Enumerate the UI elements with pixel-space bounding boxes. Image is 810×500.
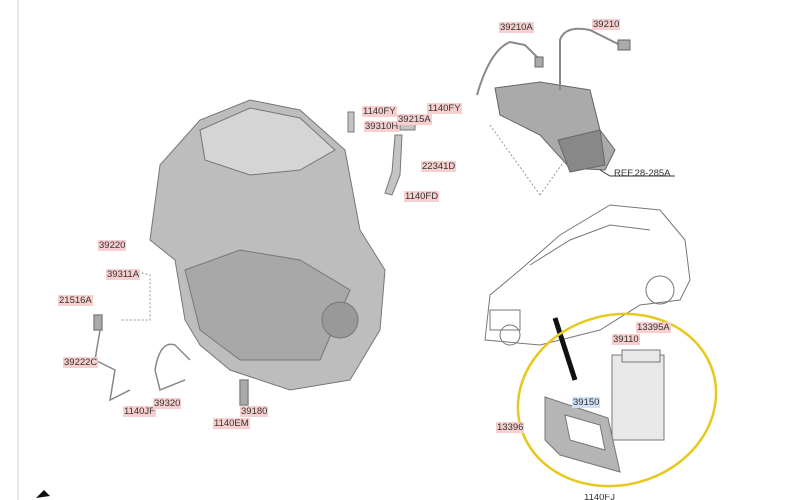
part-label-39320[interactable]: 39320 [153,398,182,409]
part-label-1140fy-2[interactable]: 1140FY [427,103,462,114]
part-label-13396[interactable]: 13396 [496,422,525,433]
ecu-bracket [544,396,621,473]
reference-label[interactable]: REF.28-285A [614,168,671,179]
part-label-21516a[interactable]: 21516A [58,295,93,306]
sensor-harness [93,314,249,406]
exhaust-manifold [476,27,631,173]
part-label-39215a[interactable]: 39215A [397,114,432,125]
vehicle-outline [484,204,691,346]
part-label-39311a[interactable]: 39311A [106,269,141,280]
part-label-13395a[interactable]: 13395A [636,322,671,333]
part-label-39220[interactable]: 39220 [98,240,127,251]
location-arrow [552,317,578,381]
part-label-39310h[interactable]: 39310H [364,121,400,132]
part-label-1140jf[interactable]: 1140JF [123,406,156,417]
part-label-1140fy[interactable]: 1140FY [362,106,397,117]
part-label-39180[interactable]: 39180 [240,406,269,417]
part-label-39210a[interactable]: 39210A [499,22,534,33]
part-label-22341d[interactable]: 22341D [421,161,457,172]
part-label-1140fd[interactable]: 1140FD [404,191,440,202]
part-label-39222c[interactable]: 39222C [63,357,99,368]
part-label-39210[interactable]: 39210 [592,19,621,30]
part-label-39110[interactable]: 39110 [612,334,640,345]
part-label-1140em[interactable]: 1140EM [213,418,250,429]
cursor-icon [36,490,50,498]
part-label-39150-selected[interactable]: 39150 [572,397,601,408]
part-label-1140fj[interactable]: 1140FJ [584,494,615,500]
engine-block [149,99,386,391]
ecu-module [611,349,665,441]
